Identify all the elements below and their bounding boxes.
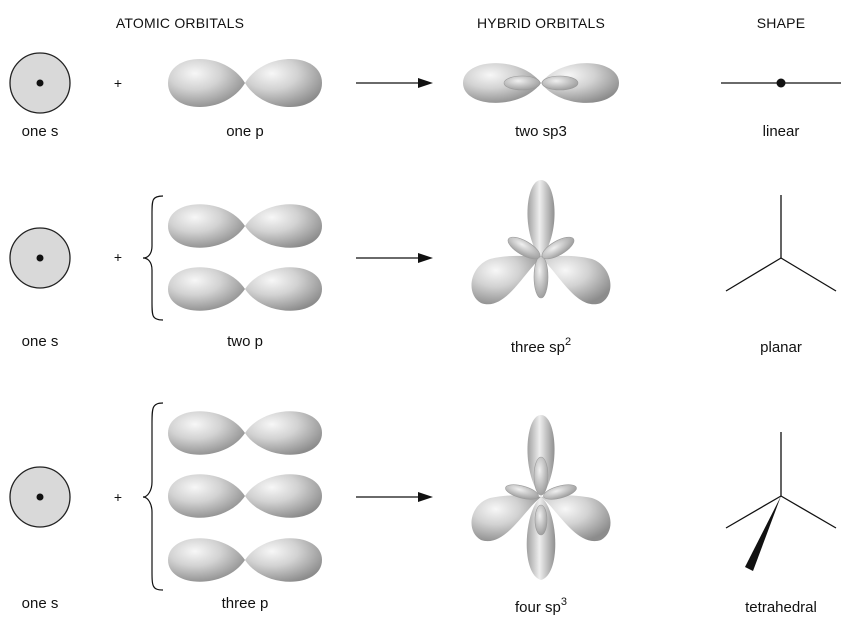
sp-hybrid-orbital <box>463 63 619 103</box>
hybrid-label-2-text: three sp <box>511 339 565 356</box>
p-orbital-1 <box>168 58 322 108</box>
plus-sign-2: + <box>114 249 122 265</box>
arrow-1 <box>356 78 433 88</box>
tetrahedral-shape <box>725 432 837 571</box>
p-orbitals-3 <box>168 411 322 582</box>
hybrid-label-1: two sp3 <box>515 123 567 140</box>
s-orbital-2 <box>9 227 71 289</box>
p-label-2: two p <box>227 333 263 350</box>
row-sp2: one s + two p three sp2 <box>9 180 837 356</box>
planar-shape <box>725 195 837 292</box>
hybrid-label-3-sup: 3 <box>561 596 567 608</box>
sp3-hybrid-orbital <box>471 415 611 580</box>
s-label-1: one s <box>22 123 59 140</box>
s-label-3: one s <box>22 595 59 612</box>
header-hybrid-orbitals: HYBRID ORBITALS <box>477 15 605 31</box>
s-orbital-3 <box>9 466 71 528</box>
hybrid-label-3: four sp3 <box>515 596 567 616</box>
arrow-2 <box>356 253 433 263</box>
header-atomic-orbitals: ATOMIC ORBITALS <box>116 15 244 31</box>
hybrid-label-2: three sp2 <box>511 336 571 356</box>
hybrid-label-2-sup: 2 <box>565 336 571 348</box>
plus-sign-3: + <box>114 489 122 505</box>
brace-3 <box>142 402 164 591</box>
header-shape: SHAPE <box>757 15 805 31</box>
row-sp3: one s + three p four sp <box>9 402 837 616</box>
sp2-hybrid-orbital <box>471 180 611 305</box>
p-label-1: one p <box>226 123 264 140</box>
hybrid-label-1-text: two sp3 <box>515 123 567 140</box>
shape-label-2: planar <box>760 339 802 356</box>
hybrid-label-3-text: four sp <box>515 599 561 616</box>
plus-sign-1: + <box>114 75 122 91</box>
s-orbital-1 <box>9 52 71 114</box>
linear-shape <box>721 78 841 88</box>
s-label-2: one s <box>22 333 59 350</box>
p-label-3: three p <box>222 595 269 612</box>
shape-label-3: tetrahedral <box>745 599 817 616</box>
brace-2 <box>142 195 164 321</box>
shape-label-1: linear <box>763 123 800 140</box>
p-orbitals-2 <box>168 204 322 311</box>
row-sp: one s + one p two sp3 linear <box>9 52 841 140</box>
arrow-3 <box>356 492 433 502</box>
